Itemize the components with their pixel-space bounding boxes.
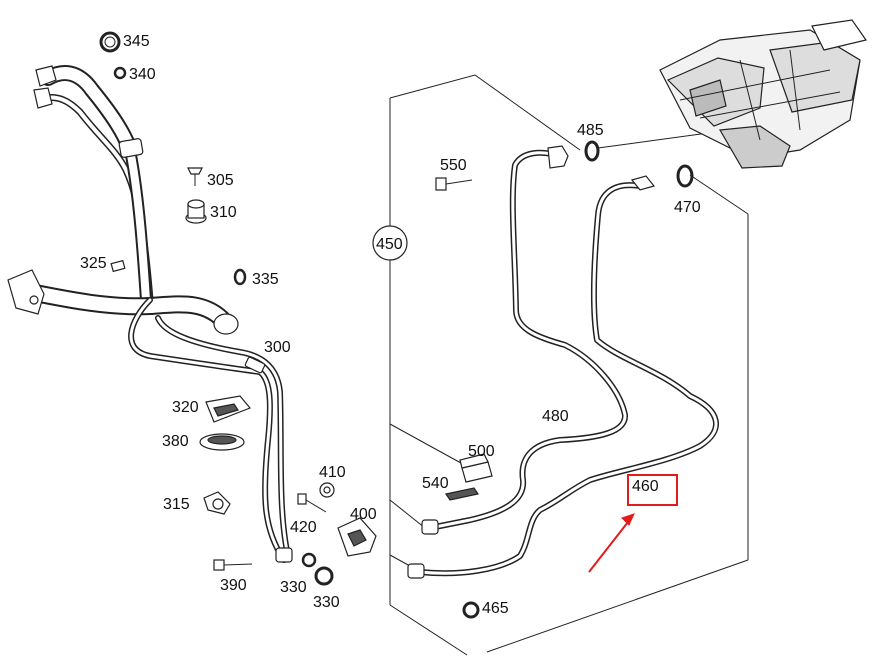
label-465: 465 (482, 600, 509, 617)
label-470: 470 (674, 199, 701, 216)
valve-400 (337, 517, 377, 557)
o-ring-345 (99, 31, 121, 53)
clamp-315 (203, 491, 231, 515)
group-450-frame (389, 74, 749, 656)
label-345: 345 (123, 33, 150, 50)
bolt-410 (319, 482, 335, 498)
highlight-arrow-shaft (588, 521, 629, 573)
label-340: 340 (129, 66, 156, 83)
label-315: 315 (163, 496, 190, 513)
o-ring-470 (676, 164, 694, 188)
label-330a: 330 (280, 579, 307, 596)
label-300: 300 (264, 339, 291, 356)
seal-540 (445, 487, 479, 501)
label-540: 540 (422, 475, 449, 492)
highlight-box (627, 474, 678, 506)
bolt-390 (213, 559, 253, 571)
label-325: 325 (80, 255, 107, 272)
left-hose-assembly (7, 65, 293, 563)
label-390: 390 (220, 577, 247, 594)
hvac-unit (659, 19, 867, 169)
screw-305 (187, 167, 203, 186)
label-500: 500 (468, 443, 495, 460)
label-380: 380 (162, 433, 189, 450)
o-ring-465 (462, 601, 480, 619)
label-420: 420 (290, 519, 317, 536)
label-330b: 330 (313, 594, 340, 611)
label-485: 485 (577, 122, 604, 139)
pipe-480 (421, 145, 628, 535)
label-335: 335 (252, 271, 279, 288)
pipe-460 (407, 175, 719, 579)
o-ring-330b (314, 566, 334, 586)
bracket-320 (205, 395, 251, 423)
bolt-550 (435, 177, 473, 191)
highlight-460 (588, 474, 678, 573)
bracket-500 (459, 453, 493, 483)
label-320: 320 (172, 399, 199, 416)
o-ring-330a (301, 552, 317, 568)
o-ring-340 (113, 66, 127, 80)
gasket-380 (199, 433, 245, 451)
o-ring-335 (233, 268, 247, 286)
label-450: 450 (376, 236, 403, 253)
label-305: 305 (207, 172, 234, 189)
label-310: 310 (210, 204, 237, 221)
grommet-310 (185, 199, 207, 224)
highlight-arrow-head (621, 513, 635, 526)
bolt-420 (297, 493, 327, 513)
callout-circle-450 (372, 225, 408, 261)
label-460: 460 (632, 478, 659, 495)
label-400: 400 (350, 506, 377, 523)
callout-labels: 345 340 305 310 325 335 300 320 380 315 … (80, 33, 701, 617)
o-ring-485 (584, 140, 600, 162)
label-550: 550 (440, 157, 467, 174)
label-480: 480 (542, 408, 569, 425)
clip-325 (110, 259, 126, 273)
label-410: 410 (319, 464, 346, 481)
